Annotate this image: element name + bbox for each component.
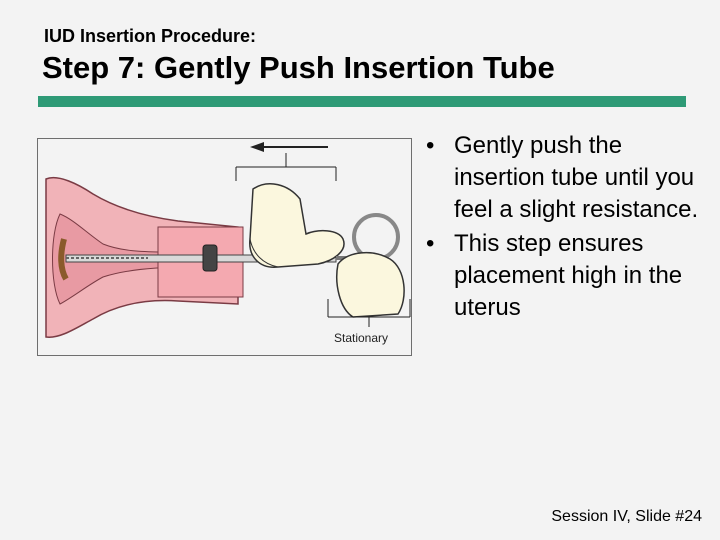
bullet-item: • Gently push the insertion tube until y… — [420, 130, 710, 226]
stationary-label: Stationary — [334, 331, 388, 345]
depth-flange — [202, 244, 218, 272]
slide-supertitle: IUD Insertion Procedure: — [44, 26, 257, 46]
bullet-dot: • — [426, 230, 435, 257]
fundus-marker — [58, 238, 69, 281]
bullet-item: • This step ensures placement high in th… — [420, 228, 710, 324]
iud-insertion-illustration: Stationary — [37, 138, 412, 356]
slide-title: Step 7: Gently Push Insertion Tube — [42, 50, 555, 85]
arrow-left-icon — [250, 142, 328, 152]
pushing-hand — [249, 183, 345, 268]
stationary-hand — [336, 252, 405, 318]
thumb — [249, 238, 279, 268]
slide-footer: Session IV, Slide #24 — [551, 508, 702, 525]
title-underline-bar — [38, 96, 686, 107]
bullet-dot: • — [426, 132, 435, 159]
illustration-drawing: Stationary — [45, 142, 411, 345]
bullet-text: This step ensures placement high in the … — [454, 230, 683, 321]
bullet-text: Gently push the insertion tube until you… — [454, 132, 699, 223]
bullet-list: • Gently push the insertion tube until y… — [420, 130, 710, 326]
